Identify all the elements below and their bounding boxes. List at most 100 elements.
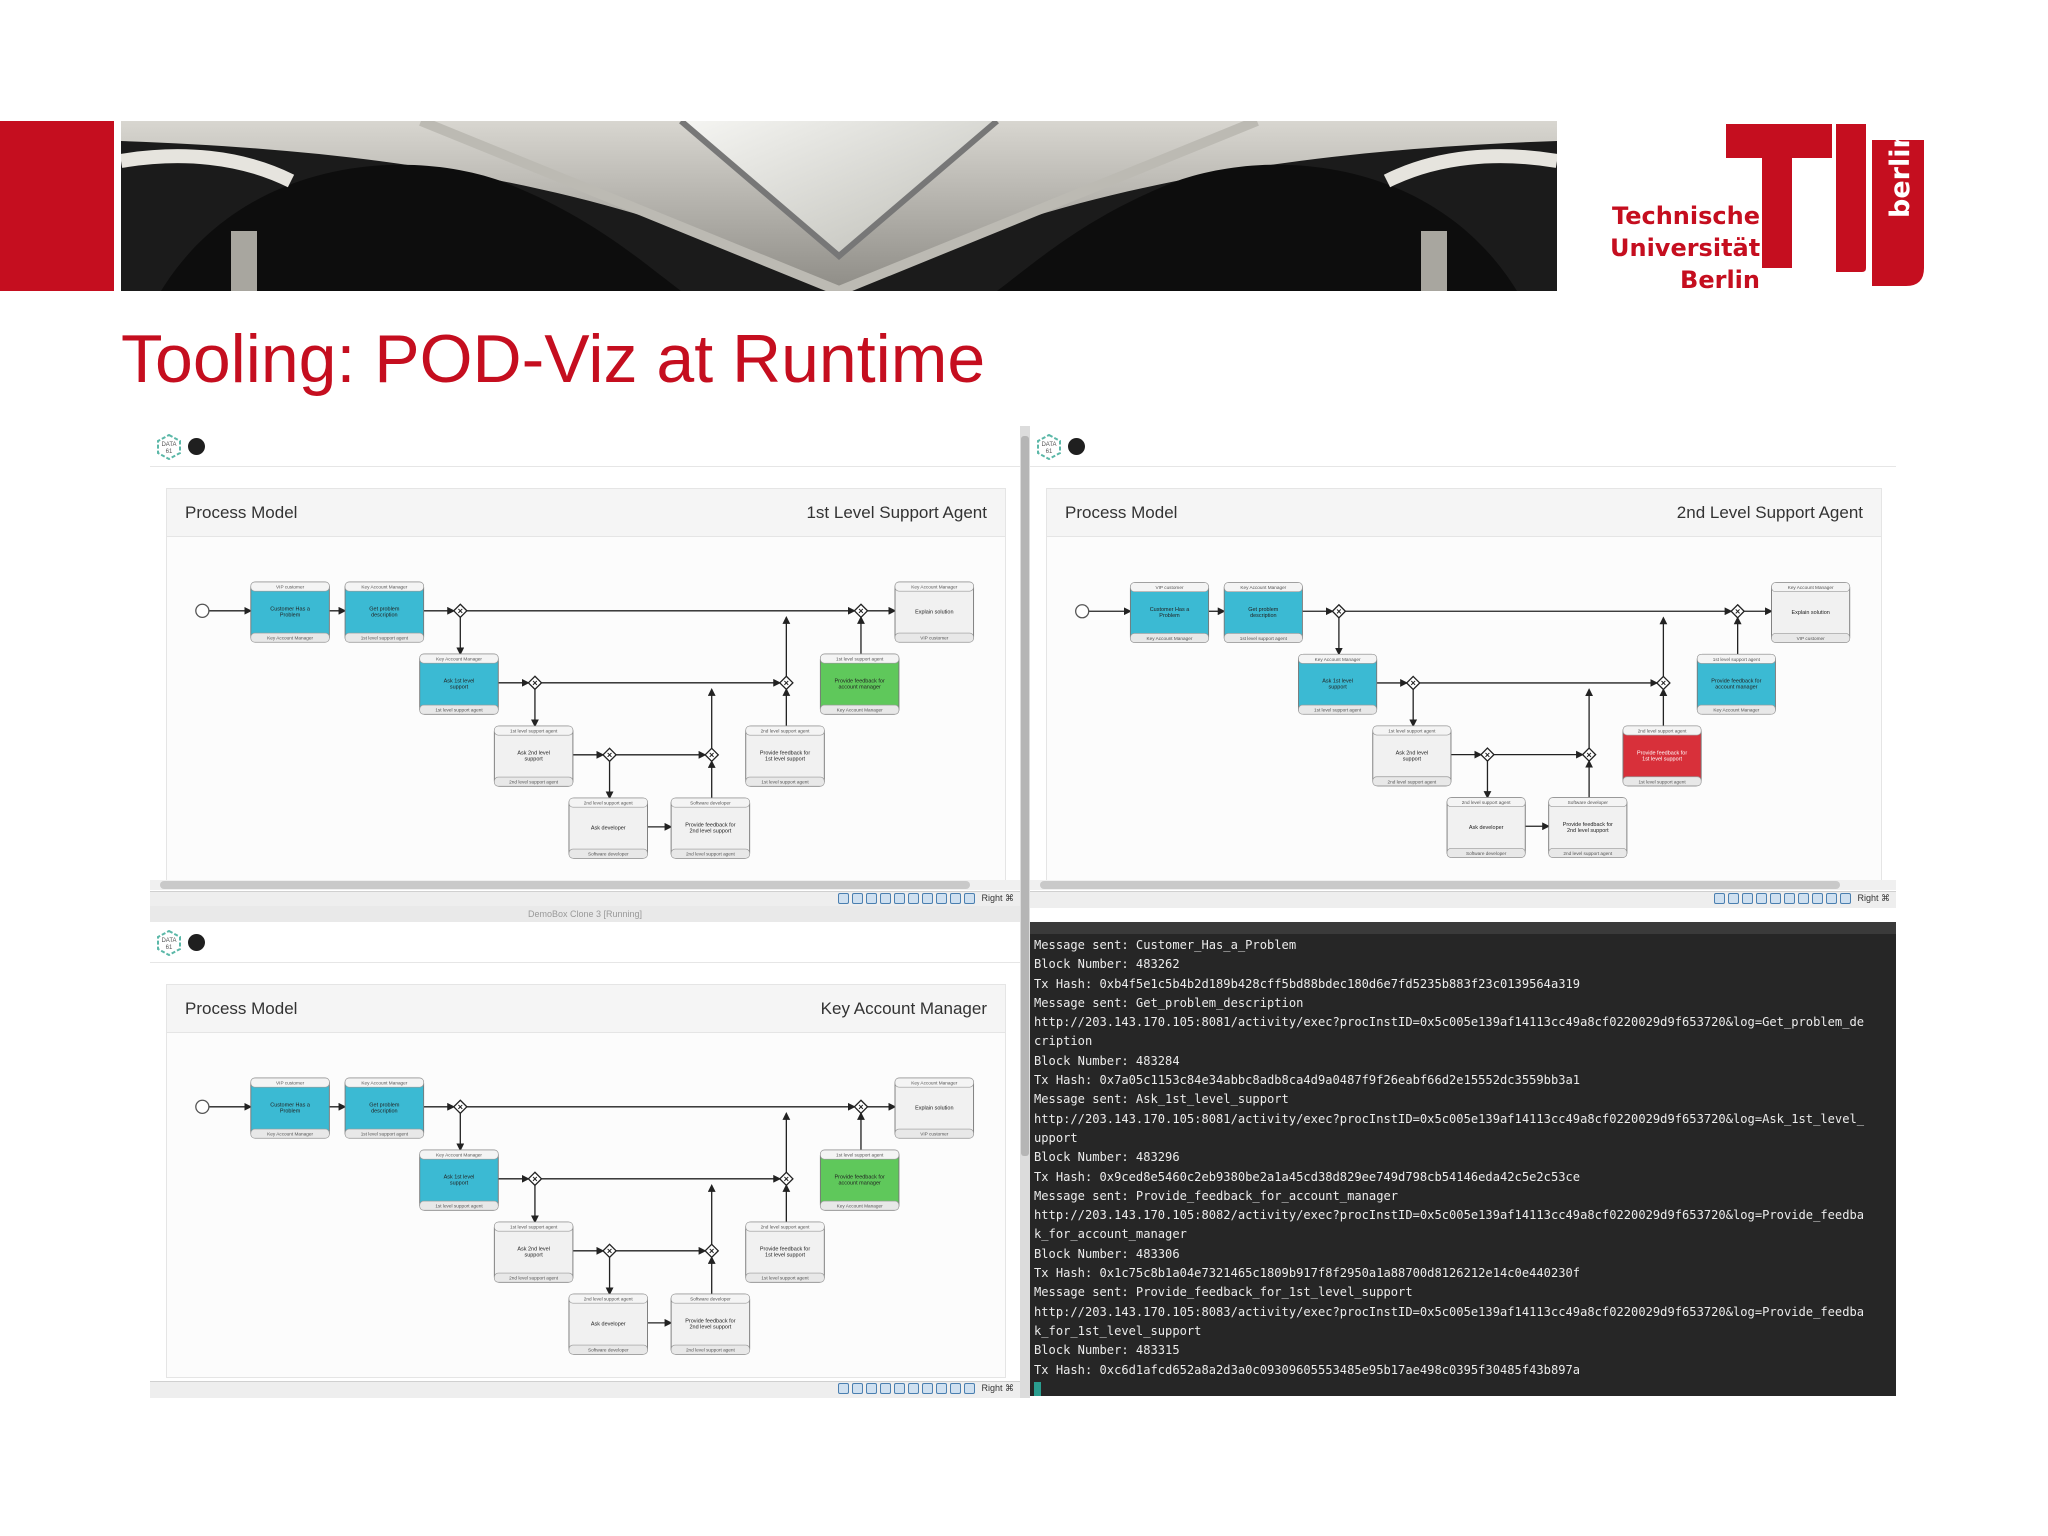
scrollbar-thumb[interactable] [1040, 881, 1840, 889]
terminal-line: http://203.143.170.105:8081/activity/exe… [1034, 1111, 1865, 1126]
cpu-icon[interactable] [950, 1383, 962, 1394]
role-band-top [494, 1221, 574, 1232]
architecture-image [121, 121, 1557, 291]
terminal-line: http://203.143.170.105:8081/activity/exe… [1034, 1015, 1865, 1030]
hdd-icon[interactable] [838, 1383, 850, 1394]
role-band-top [894, 581, 974, 592]
role-band-top [419, 653, 499, 664]
task-role-bottom: Software developer [1466, 851, 1507, 856]
xor-gateway: × [853, 1099, 869, 1115]
usb-icon[interactable] [894, 1383, 906, 1394]
hdd-icon[interactable] [838, 893, 850, 904]
audio-icon[interactable] [866, 893, 878, 904]
usb-icon[interactable] [894, 893, 906, 904]
terminal-line: k_for_1st_level_support [1034, 1323, 1202, 1338]
task-role-top: Key Account Manager [436, 657, 482, 662]
role-band-bottom [894, 632, 974, 643]
network-icon[interactable] [1756, 893, 1768, 904]
role-band-top [1298, 653, 1378, 664]
svg-text:×: × [1485, 750, 1490, 760]
task-role-top: 2nd level support agent [761, 729, 811, 734]
shared-folder-icon[interactable] [1784, 893, 1796, 904]
role-band-top [1446, 797, 1526, 808]
horizontal-scrollbar[interactable] [150, 880, 1020, 890]
role-band-bottom [1298, 704, 1378, 715]
display-icon[interactable] [922, 1383, 934, 1394]
vertical-scrollbar-thumb[interactable] [1021, 436, 1029, 1156]
optical-drive-icon[interactable] [1728, 893, 1740, 904]
recording-icon[interactable] [936, 1383, 948, 1394]
hdd-icon[interactable] [1714, 893, 1726, 904]
horizontal-scrollbar[interactable] [1030, 880, 1896, 890]
optical-drive-icon[interactable] [852, 893, 864, 904]
display-icon[interactable] [922, 893, 934, 904]
slide-title: Tooling: POD-Viz at Runtime [121, 321, 986, 397]
display-icon[interactable] [1798, 893, 1810, 904]
task-role-bottom: 1st level support agent [761, 780, 809, 785]
mouse-integration-icon[interactable] [1840, 893, 1852, 904]
mouse-integration-icon[interactable] [964, 1383, 976, 1394]
recording-icon[interactable] [1812, 893, 1824, 904]
task-role-bottom: 1st level support agent [361, 636, 409, 641]
terminal-line: http://203.143.170.105:8082/activity/exe… [1034, 1208, 1865, 1223]
mouse-integration-icon[interactable] [964, 893, 976, 904]
shared-folder-icon[interactable] [908, 893, 920, 904]
role-band-bottom [1446, 848, 1526, 858]
cpu-icon[interactable] [950, 893, 962, 904]
cpu-icon[interactable] [1826, 893, 1838, 904]
role-band-bottom [1223, 633, 1303, 643]
optical-drive-icon[interactable] [852, 1383, 864, 1394]
terminal-line: Tx Hash: 0xc6d1afcd652a8a2d3a0c093096055… [1034, 1362, 1581, 1377]
recording-icon[interactable] [936, 893, 948, 904]
terminal-line: Block Number: 483296 [1034, 1150, 1180, 1165]
task-role-top: Software developer [690, 1297, 731, 1302]
scrollbar-thumb[interactable] [160, 881, 970, 889]
network-icon[interactable] [880, 893, 892, 904]
audio-icon[interactable] [866, 1383, 878, 1394]
network-icon[interactable] [880, 1383, 892, 1394]
audio-icon[interactable] [1742, 893, 1754, 904]
shared-folder-icon[interactable] [908, 1383, 920, 1394]
task-role-top: VIP customer [276, 1081, 305, 1086]
terminal-line: cription [1034, 1034, 1093, 1049]
terminal-line: Message sent: Get_problem_description [1034, 995, 1304, 1010]
usb-icon[interactable] [1770, 893, 1782, 904]
bpmn-task[interactable]: 2nd level support agent 1st level support… [745, 725, 825, 787]
role-band-bottom [419, 704, 499, 715]
